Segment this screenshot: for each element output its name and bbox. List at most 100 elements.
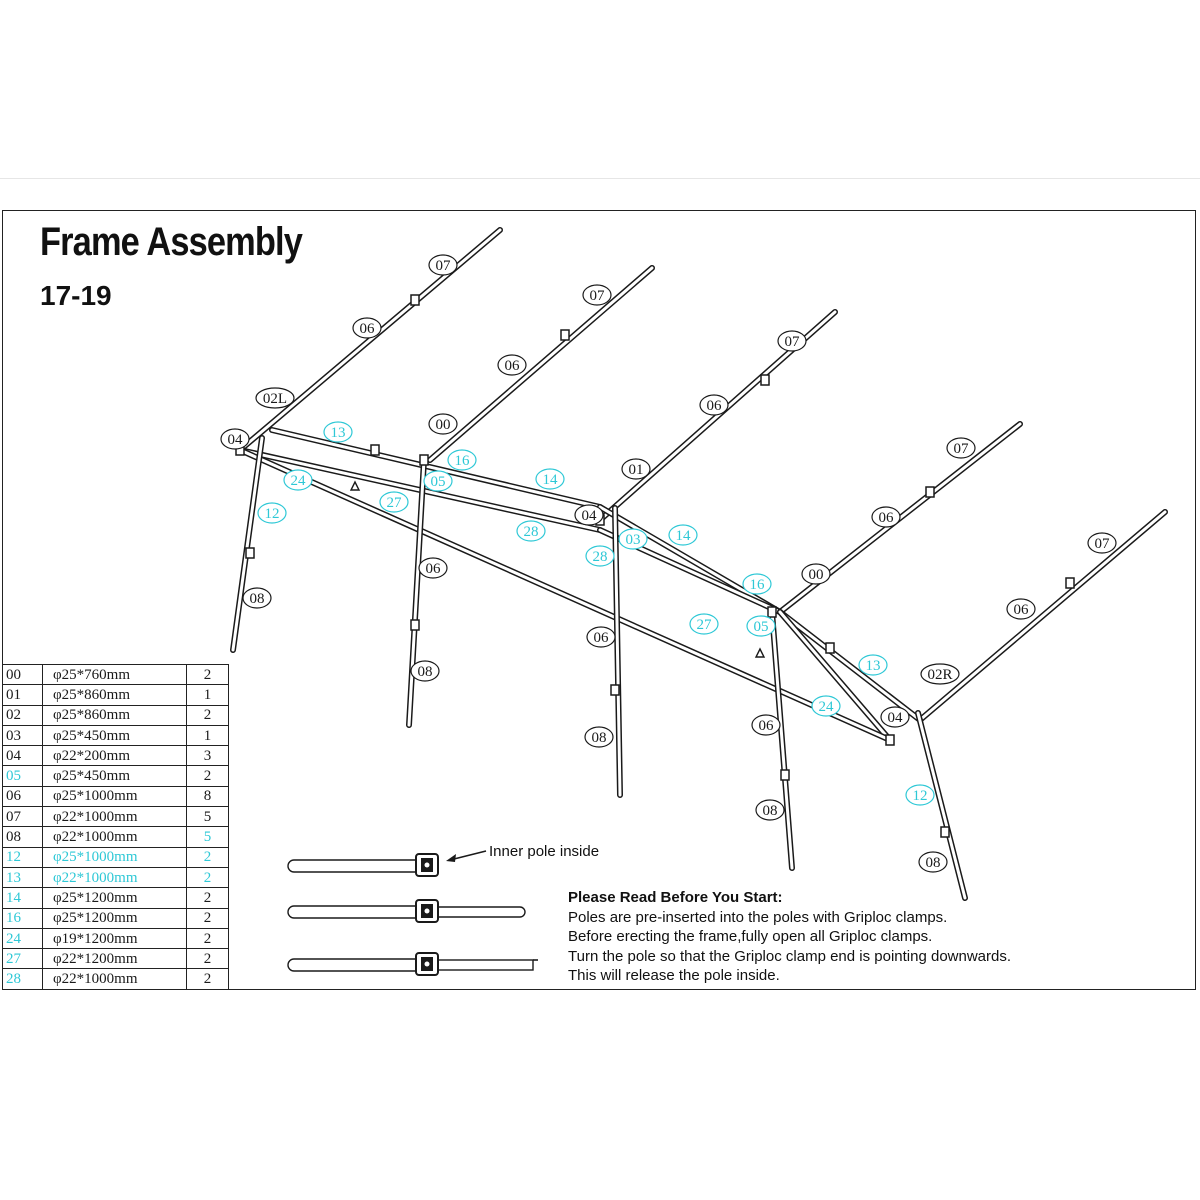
- part-size: φ22*1000mm: [42, 806, 187, 828]
- part-qty: 3: [186, 745, 229, 767]
- part-label-text: 24: [291, 473, 307, 489]
- part-code: 27: [2, 948, 43, 970]
- frame-pole-core: [428, 266, 654, 462]
- frame-pole-core: [407, 458, 426, 727]
- frame-pole-core: [270, 428, 602, 509]
- part-labels-layer: 070602L070600070601070600070602R04040413…: [220, 254, 1117, 873]
- note-arrowhead: [446, 854, 456, 862]
- frame-pole-core: [916, 711, 967, 900]
- part-label: 07: [946, 437, 976, 459]
- part-code: 16: [2, 907, 43, 929]
- frame-pole-core: [918, 510, 1167, 722]
- griploc-clamp: [780, 769, 790, 781]
- part-qty: 2: [186, 948, 229, 970]
- part-label: 05: [423, 470, 453, 492]
- part-label: 06: [586, 626, 616, 648]
- part-label: 24: [811, 695, 841, 717]
- part-label: 14: [535, 468, 565, 490]
- part-code: 00: [2, 663, 43, 686]
- part-label-text: 28: [593, 549, 608, 565]
- part-code: 04: [2, 745, 43, 767]
- part-label-text: 16: [750, 577, 766, 593]
- page-title: Frame Assembly: [40, 220, 303, 264]
- part-label: 24: [283, 469, 313, 491]
- part-label-text: 06: [1014, 602, 1030, 618]
- part-code: 14: [2, 887, 43, 909]
- part-qty: 1: [186, 724, 229, 747]
- part-size: φ25*1000mm: [42, 846, 187, 868]
- part-label: 13: [323, 421, 353, 443]
- part-size: φ25*1200mm: [42, 907, 187, 929]
- part-label-text: 07: [590, 288, 606, 304]
- part-size: φ22*1000mm: [42, 968, 187, 990]
- part-label-text: 07: [1095, 536, 1111, 552]
- part-label: 06: [1006, 598, 1036, 620]
- part-label: 08: [918, 851, 948, 873]
- part-size: φ22*1000mm: [42, 826, 187, 848]
- part-label: 12: [905, 784, 935, 806]
- part-label-text: 02R: [927, 667, 952, 683]
- part-label: 28: [516, 520, 546, 542]
- part-label-text: 00: [809, 567, 824, 583]
- griploc-clamp: [940, 826, 950, 838]
- part-label-text: 13: [866, 658, 881, 674]
- clamp-tube-illustration: [287, 952, 538, 976]
- part-qty: 2: [186, 866, 229, 889]
- part-code: 06: [2, 785, 43, 808]
- frame-pole-core: [238, 228, 502, 452]
- part-label: 06: [418, 557, 448, 579]
- part-label-text: 08: [926, 855, 941, 871]
- griploc-clamp: [245, 547, 255, 559]
- part-qty: 2: [186, 907, 229, 929]
- part-label: 06: [871, 506, 901, 528]
- part-size: φ25*450mm: [42, 765, 187, 787]
- pole-hook: [754, 647, 766, 658]
- clamp-tubes-layer: [287, 850, 538, 976]
- part-label-text: 08: [418, 664, 433, 680]
- part-label-text: 04: [582, 508, 598, 524]
- part-size: φ25*450mm: [42, 724, 187, 747]
- part-label-text: 27: [387, 495, 403, 511]
- part-size: φ22*200mm: [42, 745, 187, 767]
- part-size: φ25*860mm: [42, 684, 187, 706]
- inner-tube: [432, 959, 534, 971]
- griploc-clamp: [925, 486, 935, 498]
- part-size: φ22*1200mm: [42, 948, 187, 970]
- part-size: φ25*1200mm: [42, 887, 187, 909]
- part-label-text: 14: [676, 528, 692, 544]
- part-label-text: 16: [455, 453, 471, 469]
- frame-pole-core: [231, 436, 264, 652]
- part-label: 04: [220, 428, 250, 450]
- part-qty: 2: [186, 704, 229, 726]
- clamp-pin: [424, 908, 430, 914]
- griploc-clamp: [419, 454, 429, 466]
- part-label-text: 04: [228, 432, 244, 448]
- part-label: 07: [777, 330, 807, 352]
- part-label: 01: [621, 458, 651, 480]
- part-label: 03: [618, 528, 648, 550]
- part-label-text: 06: [879, 510, 895, 526]
- part-label-text: 05: [754, 619, 769, 635]
- part-qty: 2: [186, 846, 229, 868]
- part-label: 08: [584, 726, 614, 748]
- part-size: φ25*1000mm: [42, 785, 187, 808]
- part-qty: 1: [186, 684, 229, 706]
- part-size: φ19*1200mm: [42, 927, 187, 950]
- griploc-clamp: [610, 684, 620, 696]
- instruction-line: Poles are pre-inserted into the poles wi…: [568, 908, 948, 926]
- part-label-text: 06: [594, 630, 610, 646]
- part-qty: 2: [186, 887, 229, 909]
